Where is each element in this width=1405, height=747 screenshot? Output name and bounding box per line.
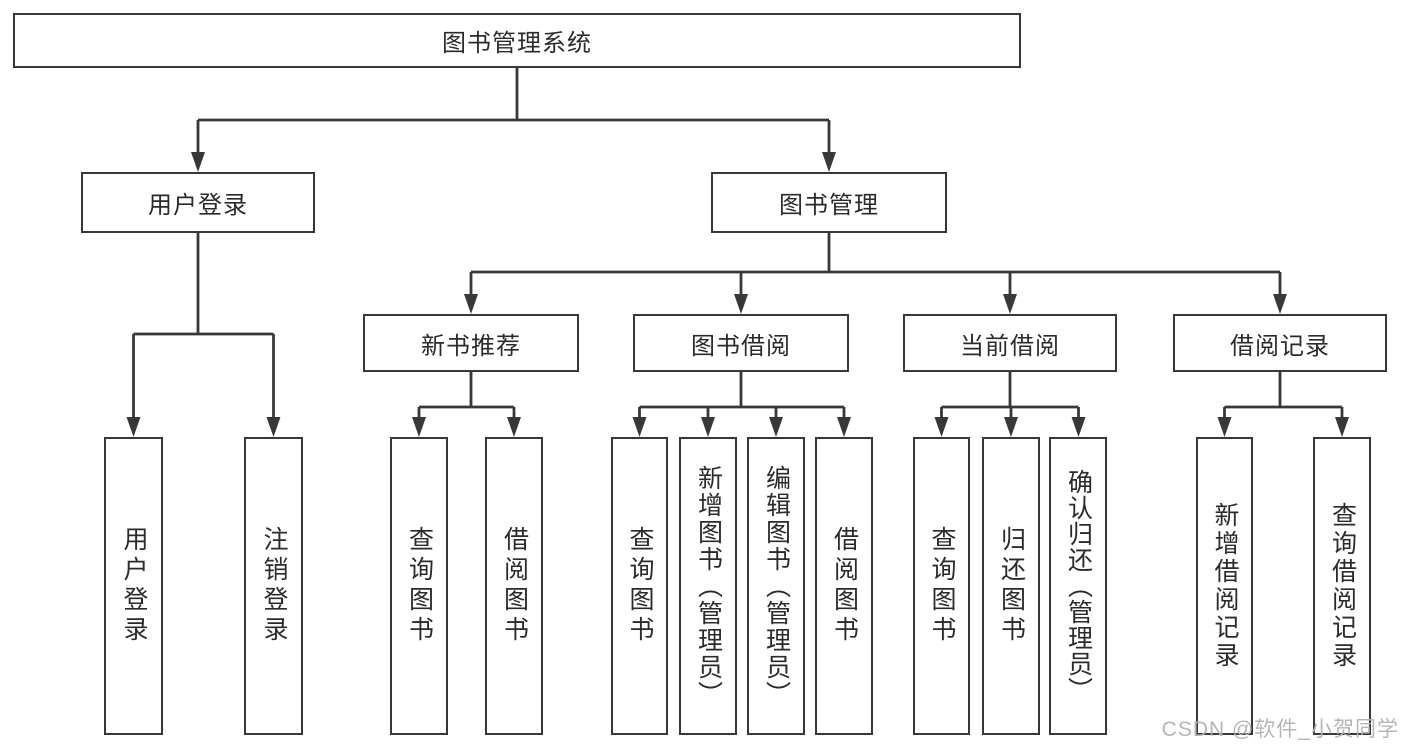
arrow-down-icon [1004,417,1018,437]
arrow-down-icon [507,417,521,437]
arrow-down-icon [701,417,715,437]
node-book-borrow: 图书借阅 [633,314,849,372]
arrow-down-icon [464,294,478,314]
arrow-down-icon [769,417,783,437]
connector-root [191,68,836,172]
arrow-down-icon [734,294,748,314]
arrow-down-icon [1071,417,1086,437]
arrow-down-icon [1217,417,1232,437]
connector-records [1217,372,1349,437]
connector-book-branch [464,233,1287,314]
leaf-borrow-add-books-admin: 新增图书（管理员） [679,437,737,735]
node-user-login-branch: 用户登录 [81,172,315,233]
csdn-watermark: CSDN @软件_小贺同学 [1161,718,1399,741]
leaf-current-confirm-return-admin: 确认归还（管理员） [1049,437,1107,735]
node-current-borrow: 当前借阅 [903,314,1117,372]
arrow-down-icon [126,417,141,437]
arrow-down-icon [1003,294,1017,314]
leaf-recommend-query-books: 查询图书 [390,437,448,735]
leaf-current-return-books: 归还图书 [982,437,1040,735]
arrow-down-icon [837,417,851,437]
leaf-records-add-record: 新增借阅记录 [1196,437,1253,735]
leaf-borrow-borrow-books: 借阅图书 [815,437,873,735]
leaf-borrow-query-books: 查询图书 [611,437,668,735]
node-new-book-recommend: 新书推荐 [363,314,579,372]
node-borrow-records: 借阅记录 [1173,314,1387,372]
arrow-down-icon [1335,417,1349,437]
leaf-records-query-record: 查询借阅记录 [1313,437,1371,735]
arrow-down-icon [934,417,949,437]
connector-user-branch [126,233,281,437]
arrow-down-icon [412,417,426,437]
arrow-down-icon [632,417,647,437]
leaf-user-logout: 注销登录 [244,437,303,735]
leaf-current-query-books: 查询图书 [913,437,970,735]
leaf-user-login: 用户登录 [104,437,163,735]
node-root-system: 图书管理系统 [13,13,1021,68]
connector-borrow [632,372,851,437]
node-book-management-branch: 图书管理 [711,172,947,233]
arrow-down-icon [266,417,281,437]
connector-current [934,372,1086,437]
connector-recommend [412,372,521,437]
arrow-down-icon [822,152,836,172]
leaf-borrow-edit-books-admin: 编辑图书（管理员） [747,437,805,735]
arrow-down-icon [1273,294,1287,314]
arrow-down-icon [191,152,205,172]
leaf-recommend-borrow-books: 借阅图书 [485,437,543,735]
